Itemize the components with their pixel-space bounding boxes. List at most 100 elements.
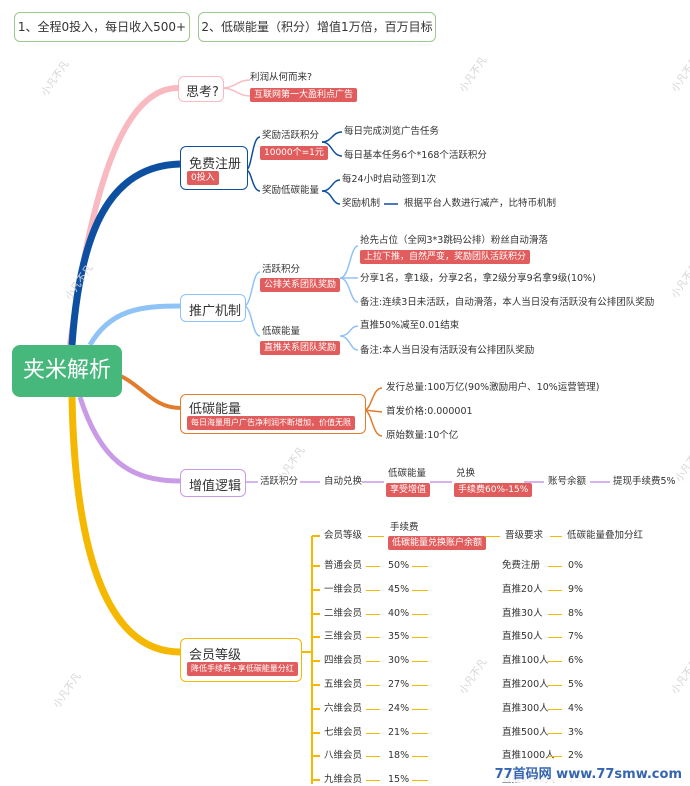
- member-requirement: 直推1000人: [502, 750, 555, 761]
- footer-site-logo: 77首码网 www.77smw.com: [492, 763, 684, 782]
- topic-energy: 低碳能量 每日海量用户广告净利润不断增加，价值无限: [180, 394, 366, 434]
- branch-member: [68, 396, 181, 656]
- topic-member: 会员等级 降低手续费+享低碳能量分红: [180, 638, 302, 682]
- member-level-name: 四维会员: [324, 655, 363, 666]
- value-exchange-tag: 手续费60%-15%: [454, 483, 533, 497]
- member-row-connector: [548, 661, 562, 662]
- member-header-bonus: 低碳能量叠加分红: [567, 530, 644, 541]
- member-requirement: 直推20人: [502, 584, 543, 595]
- member-row-connector: [548, 709, 562, 710]
- member-row-connector: [548, 614, 562, 615]
- member-level-name: 五维会员: [324, 679, 363, 690]
- promo-lowcarbon: 低碳能量: [262, 326, 301, 337]
- topic-think-title: 思考?: [186, 85, 219, 100]
- member-bonus: 6%: [568, 655, 584, 666]
- member-row-connector: [366, 661, 380, 662]
- branch-register: [68, 160, 181, 346]
- topic-promotion: 推广机制: [180, 294, 246, 322]
- member-row-connector: [548, 685, 562, 686]
- header-box-energy-goal: 2、低碳能量（积分）增值1万倍，百万目标: [198, 12, 436, 42]
- energy-price: 首发价格:0.000001: [386, 406, 473, 417]
- think-question: 利润从何而来?: [250, 72, 313, 83]
- member-bonus: 3%: [568, 727, 584, 738]
- register-tag: 0投入: [187, 171, 219, 185]
- member-bonus: 4%: [568, 703, 584, 714]
- member-bonus: 0%: [568, 560, 584, 571]
- member-header-connector: [368, 536, 384, 537]
- member-header-fee: 手续费: [390, 522, 419, 533]
- member-row-connector: [412, 756, 428, 757]
- promo-note-1: 备注:连续3日未活跃，自动滑落，本人当日没有活跃没有公排团队奖励: [360, 297, 655, 308]
- member-requirement: 直推500人: [502, 727, 549, 738]
- member-row-connector: [548, 756, 562, 757]
- member-row-connector: [412, 685, 428, 686]
- member-fee: 30%: [388, 655, 410, 666]
- value-balance: 账号余额: [548, 476, 587, 487]
- member-level-name: 一维会员: [324, 584, 363, 595]
- member-fee: 21%: [388, 727, 410, 738]
- promo-active-tag: 公排关系团队奖励: [260, 278, 341, 292]
- branch-promo: [87, 303, 181, 347]
- member-level-name: 八维会员: [324, 750, 363, 761]
- topic-register-title: 免费注册: [189, 157, 242, 172]
- member-tag: 降低手续费+享低碳能量分红: [187, 662, 298, 676]
- member-row-connector: [412, 780, 428, 781]
- member-header-level: 会员等级: [324, 530, 363, 541]
- topic-value-title: 增值逻辑: [189, 479, 242, 494]
- member-bonus: 5%: [568, 679, 584, 690]
- member-row-connector: [366, 590, 380, 591]
- value-active-points: 活跃积分: [260, 476, 299, 487]
- topic-register: 免费注册 0投入: [180, 146, 248, 190]
- promo-share-levels: 分享1名，拿1级，分享2名，拿2级分享9名拿9级(10%): [360, 273, 596, 284]
- member-requirement: 直推50人: [502, 631, 543, 642]
- register-task-basic: 每日基本任务6个*168个活跃积分: [344, 150, 487, 161]
- member-requirement: 直推300人: [502, 703, 549, 714]
- member-fee: 24%: [388, 703, 410, 714]
- register-mechanism-desc: 根据平台人数进行减产，比特币机制: [404, 198, 557, 209]
- header-box-investment: 1、全程0投入，每日收入500+: [14, 12, 190, 42]
- member-level-name: 六维会员: [324, 703, 363, 714]
- member-fee: 15%: [388, 774, 410, 785]
- member-level-name: 七维会员: [324, 727, 363, 738]
- member-level-name: 九维会员: [324, 774, 363, 785]
- root-node: 夹米解析: [12, 345, 122, 397]
- member-bonus: 7%: [568, 631, 584, 642]
- member-row-connector: [548, 590, 562, 591]
- promo-low-tag: 直推关系团队奖励: [260, 341, 341, 355]
- topic-member-title: 会员等级: [189, 648, 242, 663]
- member-fee: 40%: [388, 608, 410, 619]
- promo-first-position: 抢先占位（全网3*3跳码公排）粉丝自动滑落: [360, 235, 548, 246]
- member-row-connector: [412, 637, 428, 638]
- member-row-connector: [366, 685, 380, 686]
- member-fee: 45%: [388, 584, 410, 595]
- member-bonus: 9%: [568, 584, 584, 595]
- energy-tag: 每日海量用户广告净利润不断增加，价值无限: [187, 416, 355, 430]
- promo-first-tag: 上拉下推，自然严变，奖励团队活跃积分: [360, 250, 531, 264]
- member-row-connector: [366, 566, 380, 567]
- promo-active-points: 活跃积分: [262, 264, 301, 275]
- member-header-connector-3: [550, 536, 562, 537]
- member-row-connector: [412, 590, 428, 591]
- member-row-connector: [412, 566, 428, 567]
- member-header-fee-tag: 低碳能量兑换账户余额: [388, 536, 487, 550]
- register-active-points: 奖励活跃积分: [262, 130, 320, 141]
- member-row-connector: [412, 709, 428, 710]
- topic-promotion-title: 推广机制: [189, 304, 242, 319]
- register-task-ads: 每日完成浏览广告任务: [344, 126, 440, 137]
- member-row-connector: [366, 733, 380, 734]
- member-row-connector: [548, 733, 562, 734]
- promo-note-2: 备注:本人当日没有活跃没有公排团队奖励: [360, 345, 535, 356]
- member-row-connector: [366, 614, 380, 615]
- member-level-name: 普通会员: [324, 560, 363, 571]
- energy-initial: 原始数量:10个亿: [386, 430, 459, 441]
- member-row-connector: [366, 780, 380, 781]
- member-requirement: 免费注册: [502, 560, 541, 571]
- member-requirement: 直推100人: [502, 655, 549, 666]
- member-requirement: 直推200人: [502, 679, 549, 690]
- branch-value: [77, 396, 181, 484]
- member-bonus: 2%: [568, 750, 584, 761]
- member-row-connector: [366, 637, 380, 638]
- register-lowcarbon: 奖励低碳能量: [262, 185, 320, 196]
- topic-value: 增值逻辑: [180, 469, 246, 497]
